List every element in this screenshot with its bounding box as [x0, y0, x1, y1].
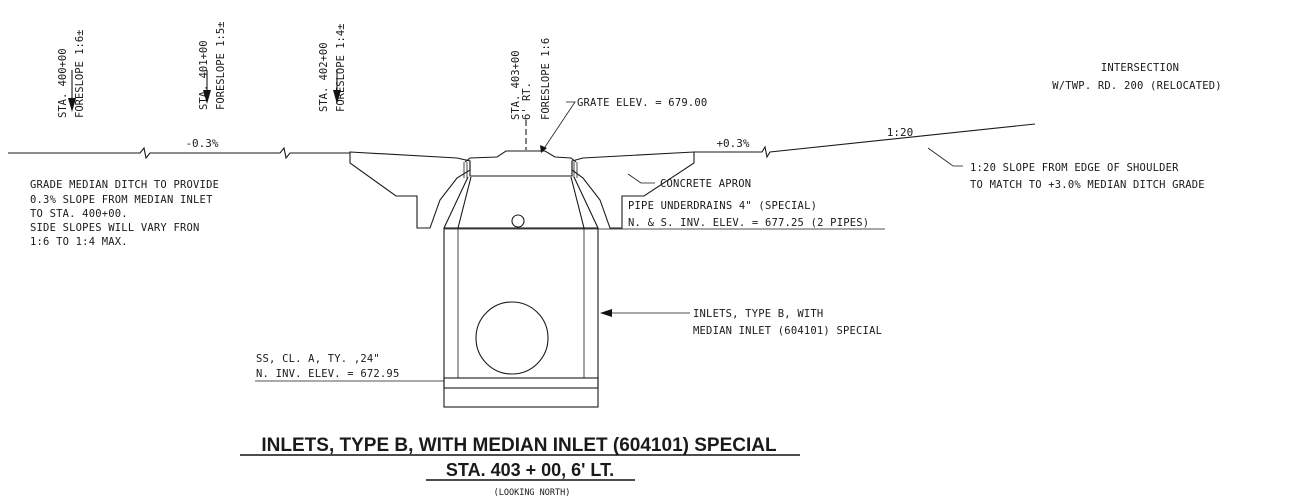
station-marker-402: STA. 402+00 FORESLOPE 1:4± — [318, 23, 347, 112]
median-ditch-note: GRADE MEDIAN DITCH TO PROVIDE 0.3% SLOPE… — [30, 179, 219, 248]
underdrain-note-2: N. & S. INV. ELEV. = 677.25 (2 PIPES) — [628, 217, 869, 229]
median-ditch-line: 0.3% SLOPE FROM MEDIAN INLET — [30, 194, 213, 206]
slope-edge-note-2: TO MATCH TO +3.0% MEDIAN DITCH GRADE — [970, 179, 1205, 191]
intersection-line-1: INTERSECTION — [1101, 62, 1179, 74]
inlet-base — [443, 377, 599, 408]
ground-profile — [8, 123, 1036, 160]
station-foreslope: FORESLOPE 1:5± — [215, 21, 227, 110]
station-foreslope: FORESLOPE 1:4± — [335, 23, 347, 112]
intersection-label: INTERSECTION W/TWP. RD. 200 (RELOCATED) — [1052, 62, 1222, 92]
median-ditch-line: TO STA. 400+00. — [30, 208, 128, 220]
grade-left: -0.3% — [185, 137, 218, 150]
slope-ratio: 1:20 — [887, 126, 914, 139]
intersection-line-2: W/TWP. RD. 200 (RELOCATED) — [1052, 80, 1222, 92]
station-offset: 6' RT. — [521, 82, 533, 120]
grate-elevation-note: GRATE ELEV. = 679.00 — [577, 97, 707, 109]
inlet-structure — [443, 176, 599, 408]
pipe-note-2: N. INV. ELEV. = 672.95 — [256, 368, 399, 380]
right-ground-line — [694, 123, 1036, 159]
title-main: INLETS, TYPE B, WITH MEDIAN INLET (60410… — [261, 435, 777, 456]
station-label: STA. 400+00 — [57, 48, 69, 118]
station-foreslope: FORESLOPE 1:6 — [540, 38, 552, 120]
station-marker-400: STA. 400+00 FORESLOPE 1:6± — [57, 29, 86, 118]
grate-top — [463, 150, 578, 178]
station-label: STA. 403+00 — [510, 50, 522, 120]
title-station: STA. 403 + 00, 6' LT. — [446, 460, 614, 480]
station-arrow-icon — [333, 90, 341, 104]
inlet-box — [443, 227, 599, 389]
station-marker-401: STA. 401+00 FORESLOPE 1:5± — [198, 21, 227, 110]
left-ground-line — [8, 146, 350, 160]
pipe-note-1: SS, CL. A, TY. ,24" — [256, 353, 380, 365]
slope-edge-note-1: 1:20 SLOPE FROM EDGE OF SHOULDER — [970, 162, 1179, 174]
inlet-type-note-1: INLETS, TYPE B, WITH — [693, 308, 823, 320]
main-pipe-opening — [475, 301, 549, 375]
grade-right: +0.3% — [716, 137, 749, 150]
underdrain-note-1: PIPE UNDERDRAINS 4" (SPECIAL) — [628, 200, 817, 212]
concrete-apron-note: CONCRETE APRON — [660, 178, 751, 190]
median-ditch-line: 1:6 TO 1:4 MAX. — [30, 236, 128, 248]
underdrain-pipe-opening — [511, 214, 525, 228]
station-arrow-icon — [68, 98, 76, 112]
drawing-title: INLETS, TYPE B, WITH MEDIAN INLET (60410… — [240, 435, 800, 498]
station-foreslope: FORESLOPE 1:6± — [74, 29, 86, 118]
station-marker-403: STA. 403+00 6' RT. FORESLOPE 1:6 — [510, 38, 552, 150]
concrete-apron-left — [349, 151, 471, 229]
median-ditch-line: SIDE SLOPES WILL VARY FRON — [30, 222, 200, 234]
title-view: (LOOKING NORTH) — [494, 488, 571, 498]
median-ditch-line: GRADE MEDIAN DITCH TO PROVIDE — [30, 179, 219, 191]
station-arrow-icon — [203, 90, 211, 104]
leader-lines — [255, 101, 963, 382]
station-label: STA. 402+00 — [318, 42, 330, 112]
inlet-type-note-2: MEDIAN INLET (604101) SPECIAL — [693, 325, 882, 337]
